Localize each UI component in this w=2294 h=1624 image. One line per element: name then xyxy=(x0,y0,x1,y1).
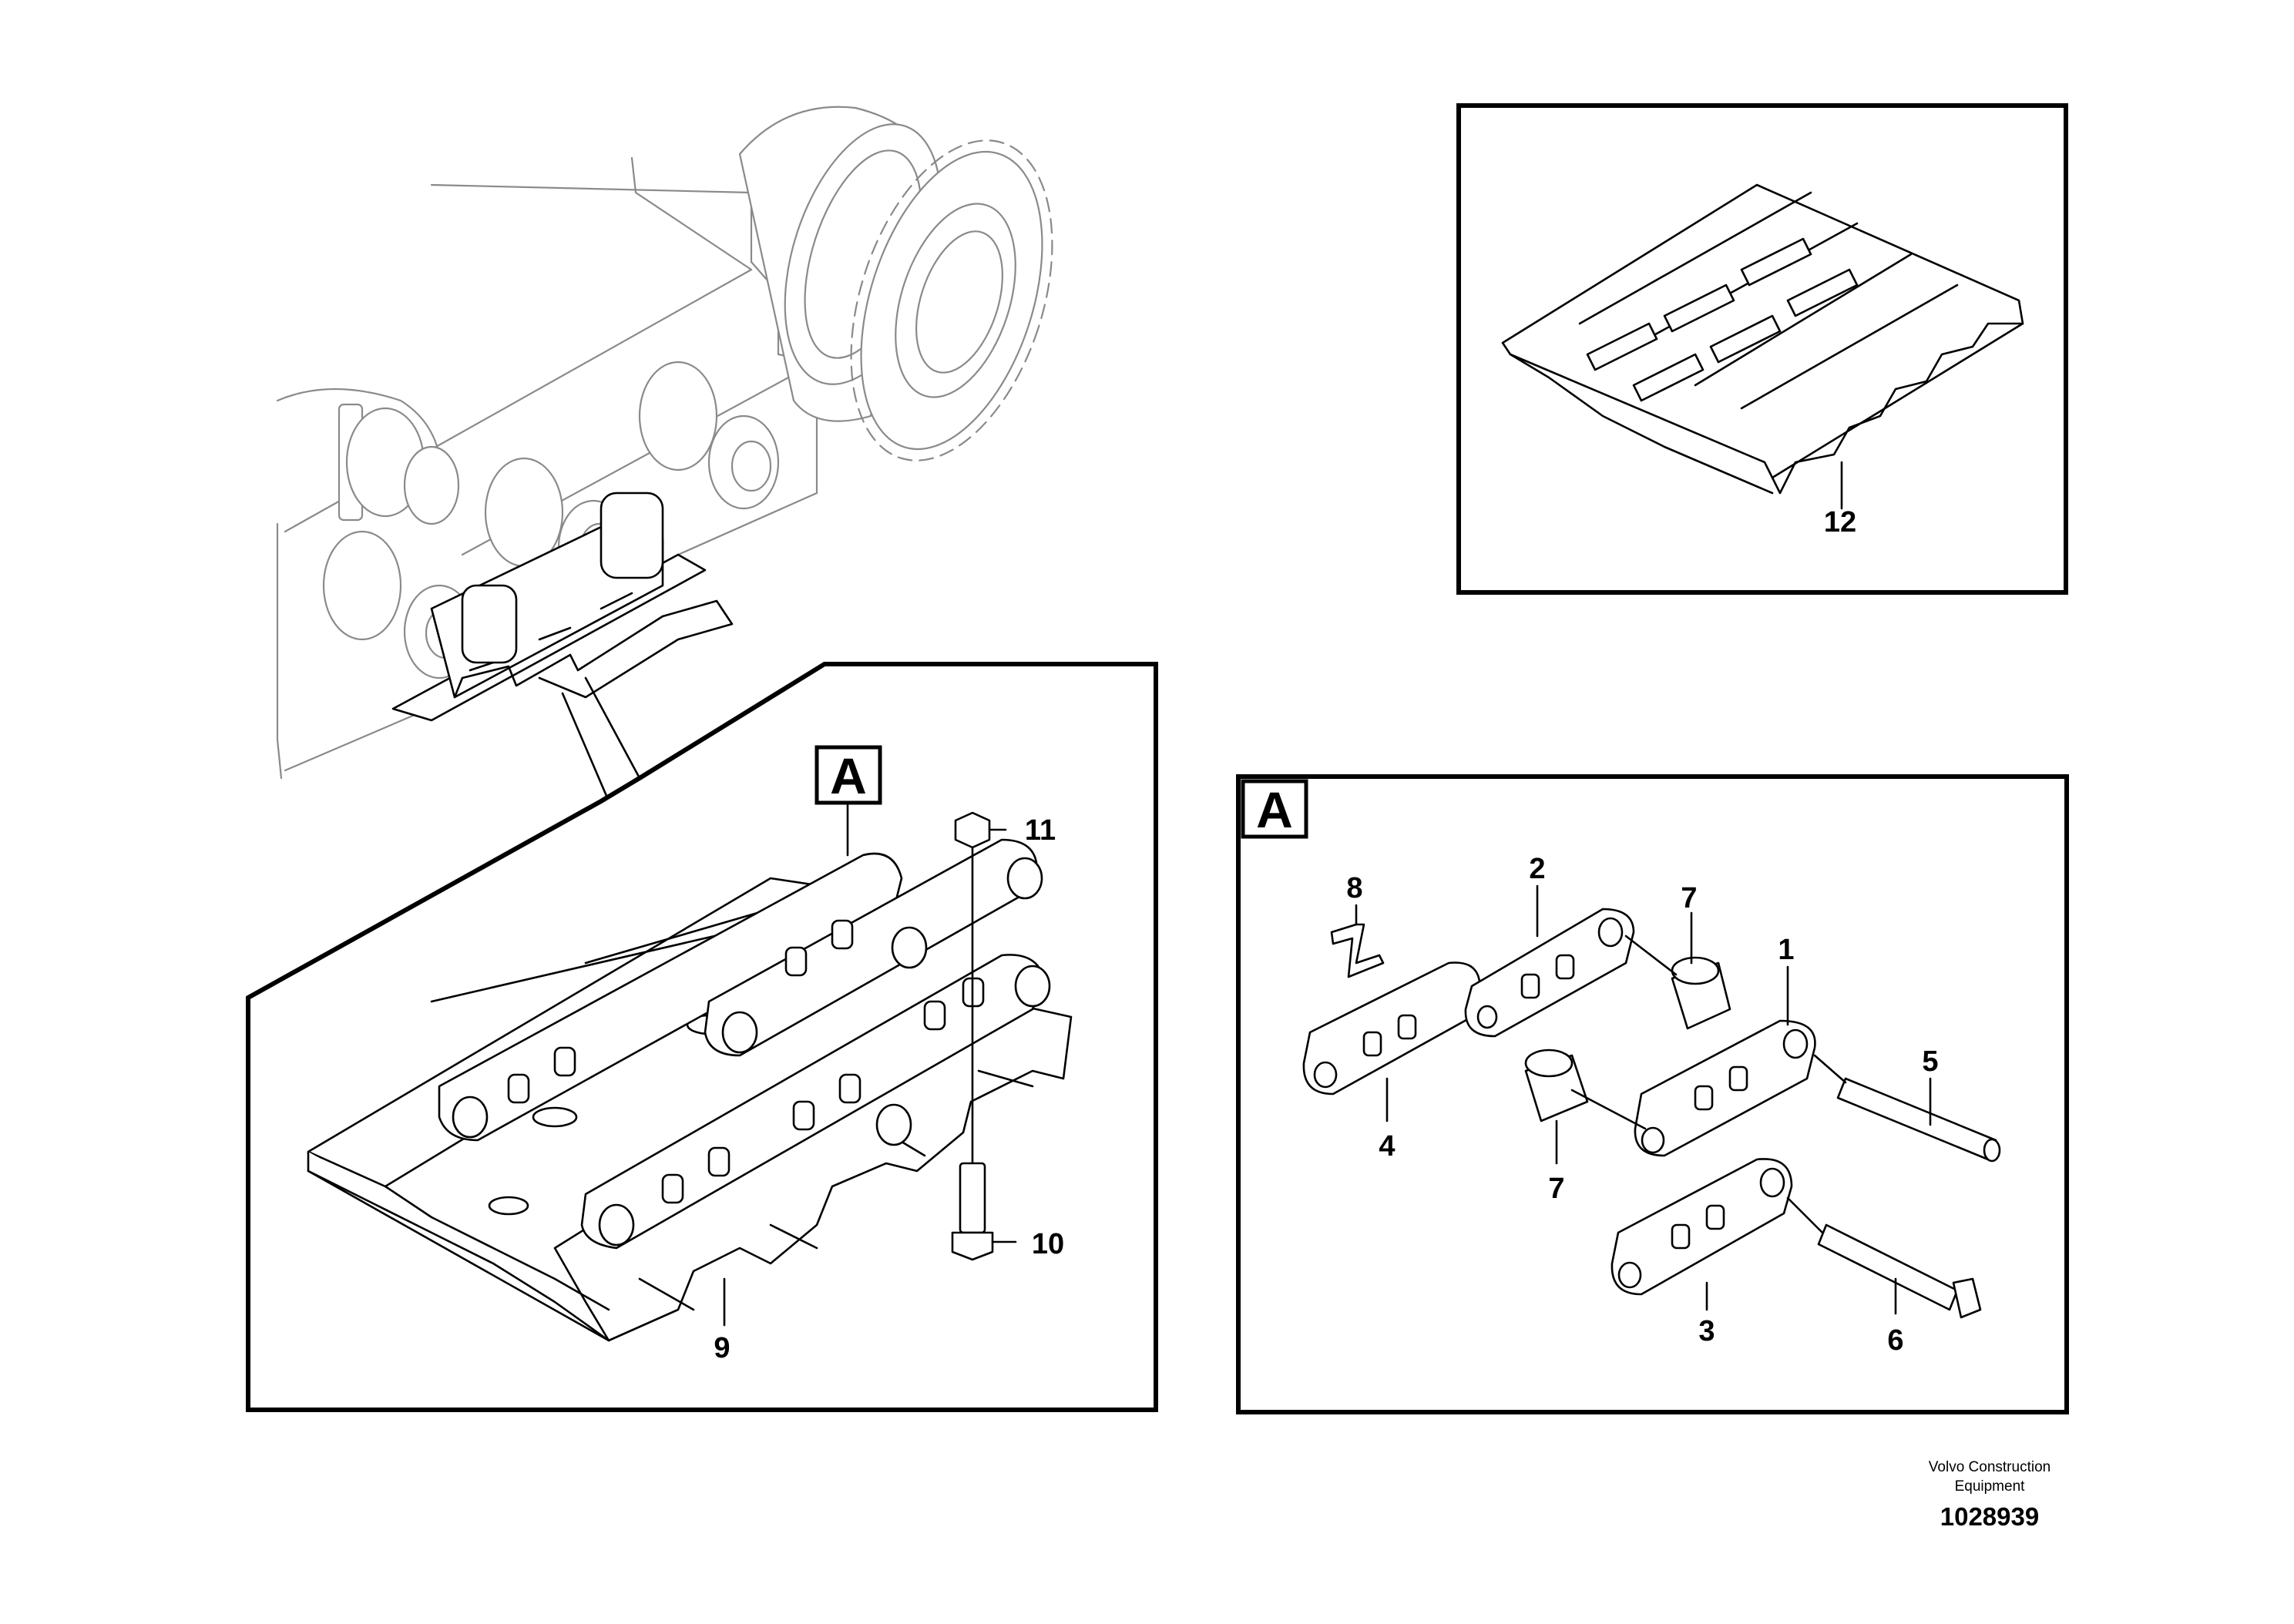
footer-credit: Volvo Construction Equipment 1028939 xyxy=(1929,1459,2050,1531)
callout-11: 11 xyxy=(1025,814,1056,847)
callout-7-lower: 7 xyxy=(1548,1173,1564,1205)
drawing-number: 1028939 xyxy=(1940,1502,2039,1531)
detail-marker-box-exploded xyxy=(1241,779,1308,839)
detail-box-a-exploded: A xyxy=(1236,774,2069,1414)
detail-box-a-assembled: A 11 10 9 xyxy=(246,662,1158,1412)
undercarriage-overview xyxy=(276,106,1053,803)
callout-3: 3 xyxy=(1698,1315,1715,1347)
callout-1: 1 xyxy=(1778,934,1794,966)
credit-line-1: Volvo Construction xyxy=(1929,1459,2050,1475)
callout-12: 12 xyxy=(1824,506,1856,539)
callout-7-upper: 7 xyxy=(1681,882,1697,914)
track-shoe-box: 12 xyxy=(1456,103,2068,595)
callout-5: 5 xyxy=(1922,1045,1938,1078)
callout-4: 4 xyxy=(1379,1130,1395,1163)
detail-marker-exploded: A xyxy=(1256,781,1293,838)
callout-6: 6 xyxy=(1887,1324,1903,1357)
callout-9: 9 xyxy=(714,1332,730,1364)
callout-2: 2 xyxy=(1529,853,1545,885)
credit-line-2: Equipment xyxy=(1955,1478,2026,1495)
callout-8: 8 xyxy=(1346,872,1362,904)
detail-marker-box-assembled xyxy=(814,745,882,805)
detail-marker-assembled: A xyxy=(830,747,867,804)
callout-10: 10 xyxy=(1032,1228,1064,1260)
